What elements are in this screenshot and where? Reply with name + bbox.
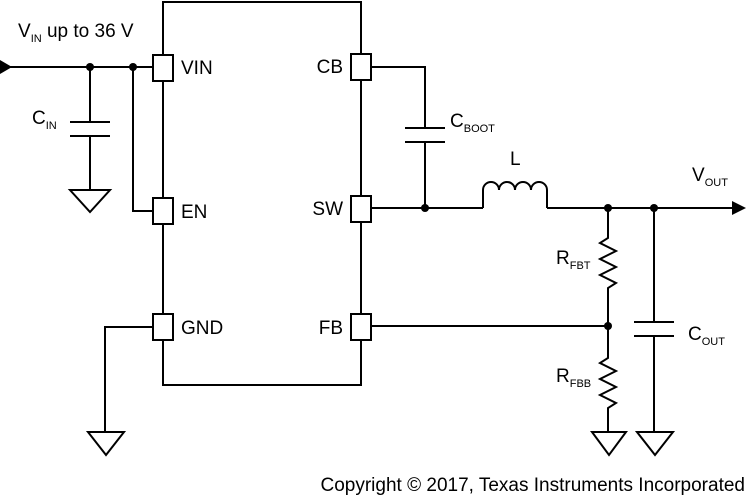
pin-cb-label: CB [317,57,343,78]
junction-sw [421,204,429,212]
pin-vin [152,54,174,82]
pin-cb [350,53,372,81]
vin-label: VIN up to 36 V [18,21,134,45]
pin-vin-label: VIN [181,58,213,79]
pin-en-label: EN [181,202,207,223]
inductor-coil [482,181,548,208]
rfbb-label: RFBB [556,366,591,390]
ground-symbol-rfbb [590,431,628,457]
ground-symbol-cout [634,431,676,457]
copyright-text: Copyright © 2017, Texas Instruments Inco… [321,475,746,496]
wire-cb [371,66,426,128]
resistor-rfbt [597,208,619,326]
ground-symbol-ic [85,431,127,457]
cboot-label: CBOOT [450,111,495,135]
vout-label: VOUT [692,165,728,189]
input-terminal-arrow [0,60,12,74]
ic-body [162,1,362,386]
cin-label: CIN [32,108,57,132]
cout-label: COUT [688,324,725,348]
pin-sw-label: SW [312,199,343,220]
output-terminal-arrow [732,201,746,215]
pin-en [152,197,174,225]
rfbt-label: RFBT [556,248,591,272]
ground-symbol-cin [67,189,113,214]
pin-fb [350,313,372,341]
wire-gnd [104,326,153,432]
pin-sw [350,195,372,223]
pin-gnd-label: GND [181,318,223,339]
inductor-label: L [510,149,521,170]
resistor-rfbb [597,326,619,432]
pin-fb-label: FB [319,318,343,339]
wire-en [132,67,153,212]
pin-gnd [152,313,174,341]
